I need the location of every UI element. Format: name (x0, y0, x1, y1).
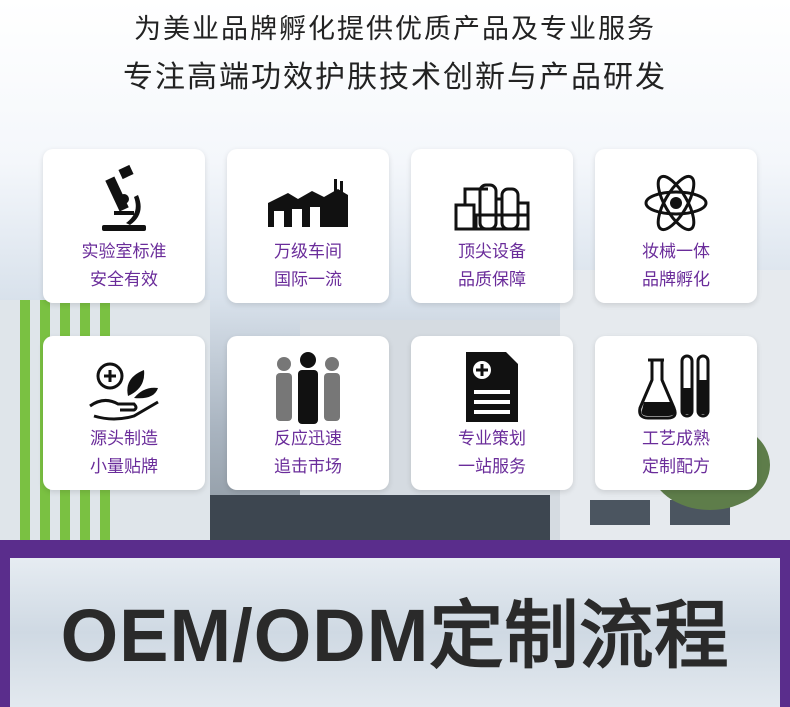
card-title: 反应迅速 (274, 429, 342, 449)
feature-card-lab: 实验室标准 安全有效 (43, 149, 205, 303)
headline-line1: 为美业品牌孵化提供优质产品及专业服务 (134, 14, 656, 45)
card-title: 工艺成熟 (642, 429, 710, 449)
card-subtitle: 品质保障 (458, 270, 526, 290)
microscope-icon (102, 164, 146, 231)
feature-card-manufacture: 源头制造 小量贴牌 (43, 336, 205, 490)
feature-card-response: 反应迅速 追击市场 (227, 336, 389, 490)
card-subtitle: 国际一流 (274, 270, 342, 290)
card-subtitle: 安全有效 (90, 270, 158, 290)
banner-background (10, 558, 780, 707)
card-title: 专业策划 (458, 429, 526, 449)
card-title: 妆械一体 (642, 242, 710, 262)
card-title: 顶尖设备 (458, 242, 526, 262)
feature-card-planning: 专业策划 一站服务 (411, 336, 573, 490)
card-subtitle: 小量贴牌 (90, 457, 158, 477)
card-title: 万级车间 (274, 242, 342, 262)
header: 为美业品牌孵化提供优质产品及专业服务 专注高端功效护肤技术创新与产品研发 (0, 12, 790, 98)
people-icon (276, 352, 340, 424)
feature-card-atom: 妆械一体 品牌孵化 (595, 149, 757, 303)
card-subtitle: 追击市场 (274, 457, 342, 477)
equipment-icon (454, 183, 530, 231)
flask-tubes-icon (638, 354, 710, 420)
factory-workshop-icon (268, 179, 348, 227)
card-title: 实验室标准 (81, 242, 167, 262)
card-subtitle: 品牌孵化 (642, 270, 710, 290)
headline-line2: 专注高端功效护肤技术创新与产品研发 (123, 60, 667, 95)
process-banner: OEM/ODM定制流程 (0, 540, 790, 707)
feature-card-equipment: 顶尖设备 品质保障 (411, 149, 573, 303)
banner-title: OEM/ODM定制流程 (60, 594, 730, 677)
card-title: 源头制造 (90, 429, 158, 449)
card-subtitle: 一站服务 (458, 457, 526, 477)
atom-icon (644, 174, 708, 232)
feature-card-formula: 工艺成熟 定制配方 (595, 336, 757, 490)
document-plan-icon (466, 352, 518, 422)
hand-plant-icon (89, 362, 159, 421)
card-subtitle: 定制配方 (642, 457, 710, 477)
feature-card-workshop: 万级车间 国际一流 (227, 149, 389, 303)
